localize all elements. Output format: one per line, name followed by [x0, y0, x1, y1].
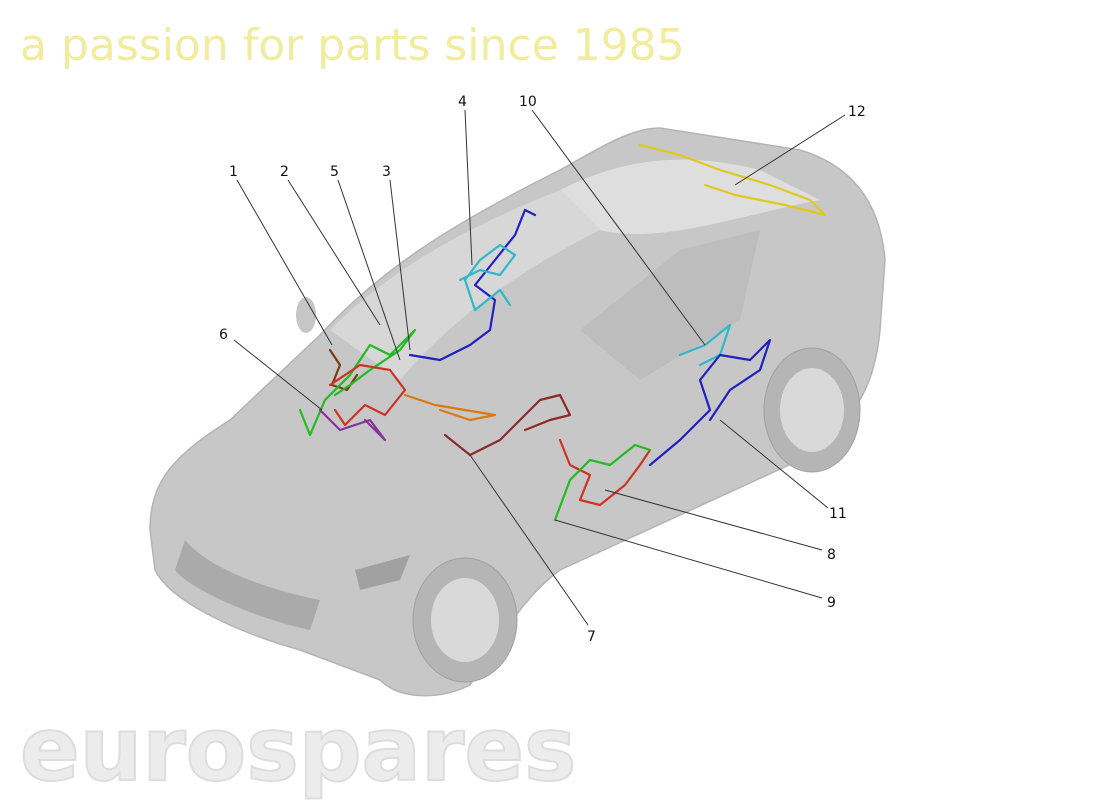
- leader-6: [233, 339, 323, 411]
- callout-2[interactable]: 2: [280, 164, 289, 180]
- harness-5b: [403, 393, 497, 422]
- harness-4: [458, 243, 517, 312]
- rear-wheel-rim: [780, 368, 844, 452]
- harness-2: [298, 328, 417, 437]
- callout-4[interactable]: 4: [458, 94, 467, 110]
- callout-3[interactable]: 3: [382, 164, 391, 180]
- headlight: [355, 555, 410, 590]
- leader-3: [389, 179, 411, 351]
- windshield: [330, 190, 600, 380]
- leader-1: [236, 179, 333, 346]
- callout-labels: 1 2 3 4 5 6 7 8 9 10 11 12: [219, 94, 866, 645]
- watermark-logo: a passion for parts since 1985 eurospare…: [19, 20, 685, 800]
- leader-10: [531, 109, 706, 346]
- watermark-brand: eurospares: [20, 698, 576, 800]
- harness-10: [678, 323, 732, 367]
- leader-7: [469, 454, 589, 626]
- car-silhouette: [149, 127, 886, 697]
- leader-4: [464, 109, 473, 266]
- callout-6[interactable]: 6: [219, 327, 228, 343]
- leader-11: [719, 419, 829, 509]
- side-windows: [580, 230, 760, 380]
- side-mirror: [296, 297, 316, 333]
- callout-1[interactable]: 1: [229, 164, 238, 180]
- front-grille: [175, 540, 320, 630]
- leader-8: [604, 489, 823, 551]
- harness-11: [648, 338, 772, 467]
- harness-3: [408, 208, 537, 362]
- leader-lines: [233, 109, 846, 626]
- callout-9[interactable]: 9: [827, 595, 836, 611]
- harness-8: [558, 438, 652, 507]
- harness-group: [298, 143, 827, 522]
- callout-12[interactable]: 12: [848, 104, 866, 120]
- callout-7[interactable]: 7: [587, 629, 596, 645]
- callout-5[interactable]: 5: [330, 164, 339, 180]
- leader-2: [287, 179, 381, 326]
- harness-12: [638, 143, 827, 217]
- harness-9: [553, 443, 652, 522]
- leader-9: [554, 519, 823, 599]
- harness-5: [328, 363, 407, 427]
- callout-10[interactable]: 10: [519, 94, 537, 110]
- callout-11[interactable]: 11: [829, 506, 847, 522]
- roof: [560, 159, 820, 235]
- callout-8[interactable]: 8: [827, 547, 836, 563]
- leader-12: [734, 114, 846, 186]
- harness-7: [443, 393, 572, 457]
- watermark-tagline: a passion for parts since 1985: [20, 20, 685, 71]
- front-wheel-rim: [431, 578, 499, 662]
- harness-6: [318, 408, 387, 442]
- leader-5: [337, 179, 401, 361]
